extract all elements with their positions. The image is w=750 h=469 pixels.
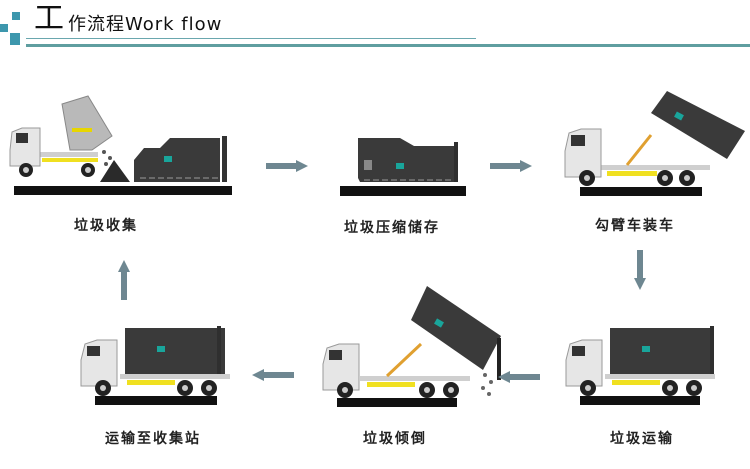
step-garbage-transport: 垃圾运输 <box>560 320 750 469</box>
arrow-right-icon <box>490 160 532 172</box>
header-title: 作流程Work flow <box>68 14 223 35</box>
arrow-left-icon <box>498 371 540 383</box>
step-label: 垃圾倾倒 <box>363 431 427 447</box>
ground <box>95 396 217 405</box>
step-label: 勾臂车装车 <box>595 218 675 234</box>
ground <box>580 396 700 405</box>
step-compression-storage: 垃圾压缩储存 <box>330 130 480 240</box>
ground <box>14 186 232 195</box>
dumping-illustration <box>322 286 501 407</box>
return-transport-illustration <box>80 326 230 405</box>
step-label: 垃圾压缩储存 <box>344 220 440 236</box>
ground <box>580 187 702 196</box>
falling-garbage <box>102 150 112 166</box>
step-label: 垃圾收集 <box>74 218 138 234</box>
header-title-char: 工 <box>34 1 64 36</box>
header-square-2 <box>0 24 8 32</box>
step-label: 运输至收集站 <box>105 431 201 447</box>
step-garbage-collection: 垃圾收集 <box>0 90 240 234</box>
arrow-right-icon <box>266 160 308 172</box>
header-divider <box>26 44 750 47</box>
step-label: 垃圾运输 <box>610 431 674 447</box>
garbage-pile <box>100 160 130 182</box>
falling-garbage <box>481 373 493 396</box>
transport-illustration <box>565 326 715 405</box>
step-transport-to-station: 运输至收集站 <box>75 320 255 469</box>
header-divider-thin <box>26 38 476 39</box>
arrow-up-icon <box>118 260 130 300</box>
collection-illustration <box>9 95 232 195</box>
compactor-illustration <box>340 138 466 196</box>
step-hook-arm-loading: 勾臂车装车 <box>555 85 750 235</box>
ground <box>340 186 466 196</box>
arrow-down-icon <box>634 250 646 290</box>
header-square-1 <box>12 12 20 20</box>
arrow-left-icon <box>252 369 294 381</box>
ground <box>337 398 457 407</box>
step-garbage-dumping: 垃圾倾倒 <box>315 280 505 469</box>
compactor-station <box>134 136 227 182</box>
hook-arm-loading-illustration <box>564 91 745 196</box>
header-square-3 <box>10 33 20 45</box>
small-truck <box>9 95 113 177</box>
